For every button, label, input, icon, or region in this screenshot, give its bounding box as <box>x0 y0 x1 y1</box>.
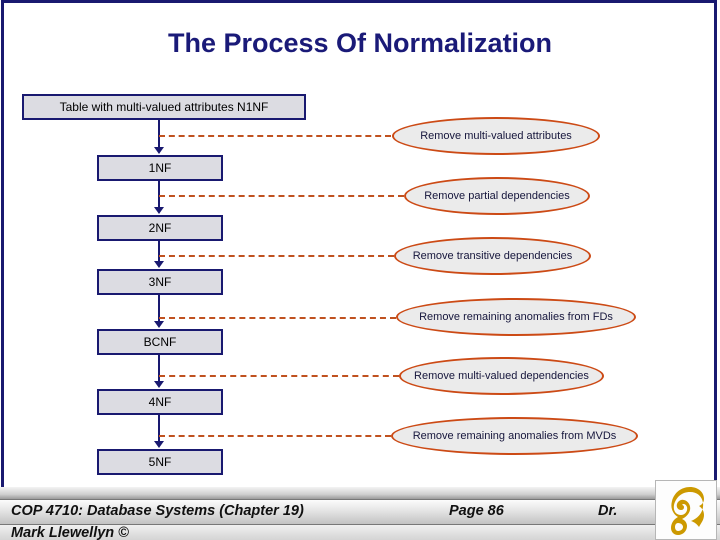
step-label: Remove remaining anomalies from MVDs <box>412 430 617 442</box>
page-title: The Process Of Normalization <box>167 28 553 58</box>
step-ellipse-remove-remaining-anomalies-fds[interactable]: Remove remaining anomalies from FDs <box>396 298 636 336</box>
step-ellipse-remove-multi-valued-dependencies[interactable]: Remove multi-valued dependencies <box>399 357 604 395</box>
nf-box-bcnf[interactable]: BCNF <box>97 329 223 355</box>
footer-band-main <box>0 500 720 525</box>
dashed-link-remove-multi-valued-dependencies <box>159 375 399 377</box>
footer-page-number: Page 86 <box>449 503 504 519</box>
connector-1nf-to-2nf <box>158 181 160 208</box>
footer-author-name: Mark Llewellyn © <box>11 525 129 540</box>
step-label: Remove partial dependencies <box>424 190 570 202</box>
nf-box-label: 5NF <box>148 455 172 469</box>
ucf-pegasus-logo <box>655 480 717 540</box>
arrowhead-1nf <box>154 147 164 154</box>
nf-box-5nf[interactable]: 5NF <box>97 449 223 475</box>
arrowhead-bcnf <box>154 321 164 328</box>
dashed-link-remove-multi-valued-attributes <box>159 135 391 137</box>
nf-box-3nf[interactable]: 3NF <box>97 269 223 295</box>
dashed-link-remove-partial-dependencies <box>159 195 404 197</box>
nf-box-1nf[interactable]: 1NF <box>97 155 223 181</box>
dashed-link-remove-remaining-anomalies-fds <box>159 317 396 319</box>
step-ellipse-remove-remaining-anomalies-mvds[interactable]: Remove remaining anomalies from MVDs <box>391 417 638 455</box>
nf-box-label: 2NF <box>148 221 172 235</box>
arrowhead-3nf <box>154 261 164 268</box>
connector-3nf-to-bcnf <box>158 295 160 322</box>
nf-box-2nf[interactable]: 2NF <box>97 215 223 241</box>
connector-n1nf-to-1nf <box>158 120 160 148</box>
step-label: Remove multi-valued dependencies <box>414 370 589 382</box>
step-ellipse-remove-multi-valued-attributes[interactable]: Remove multi-valued attributes <box>392 117 600 155</box>
nf-box-label: 4NF <box>148 395 172 409</box>
nf-box-label: BCNF <box>143 335 177 349</box>
nf-box-n1nf[interactable]: Table with multi-valued attributes N1NF <box>22 94 306 120</box>
step-label: Remove remaining anomalies from FDs <box>419 311 613 323</box>
dashed-link-remove-transitive-dependencies <box>159 255 394 257</box>
connector-2nf-to-3nf <box>158 241 160 262</box>
footer-course-title: COP 4710: Database Systems (Chapter 19) <box>11 503 304 519</box>
nf-box-label: 3NF <box>148 275 172 289</box>
arrowhead-4nf <box>154 381 164 388</box>
footer-band-top <box>0 487 720 500</box>
footer-instructor-prefix: Dr. <box>598 503 618 519</box>
nf-box-label: Table with multi-valued attributes N1NF <box>59 100 269 114</box>
arrowhead-5nf <box>154 441 164 448</box>
footer-band-bottom <box>0 525 720 540</box>
nf-box-4nf[interactable]: 4NF <box>97 389 223 415</box>
step-ellipse-remove-partial-dependencies[interactable]: Remove partial dependencies <box>404 177 590 215</box>
dashed-link-remove-remaining-anomalies-mvds <box>159 435 391 437</box>
nf-box-label: 1NF <box>148 161 172 175</box>
connector-bcnf-to-4nf <box>158 355 160 382</box>
step-label: Remove transitive dependencies <box>412 250 573 262</box>
arrowhead-2nf <box>154 207 164 214</box>
step-label: Remove multi-valued attributes <box>420 130 572 142</box>
connector-4nf-to-5nf <box>158 415 160 442</box>
step-ellipse-remove-transitive-dependencies[interactable]: Remove transitive dependencies <box>394 237 591 275</box>
slide-footer: COP 4710: Database Systems (Chapter 19) … <box>0 487 720 540</box>
